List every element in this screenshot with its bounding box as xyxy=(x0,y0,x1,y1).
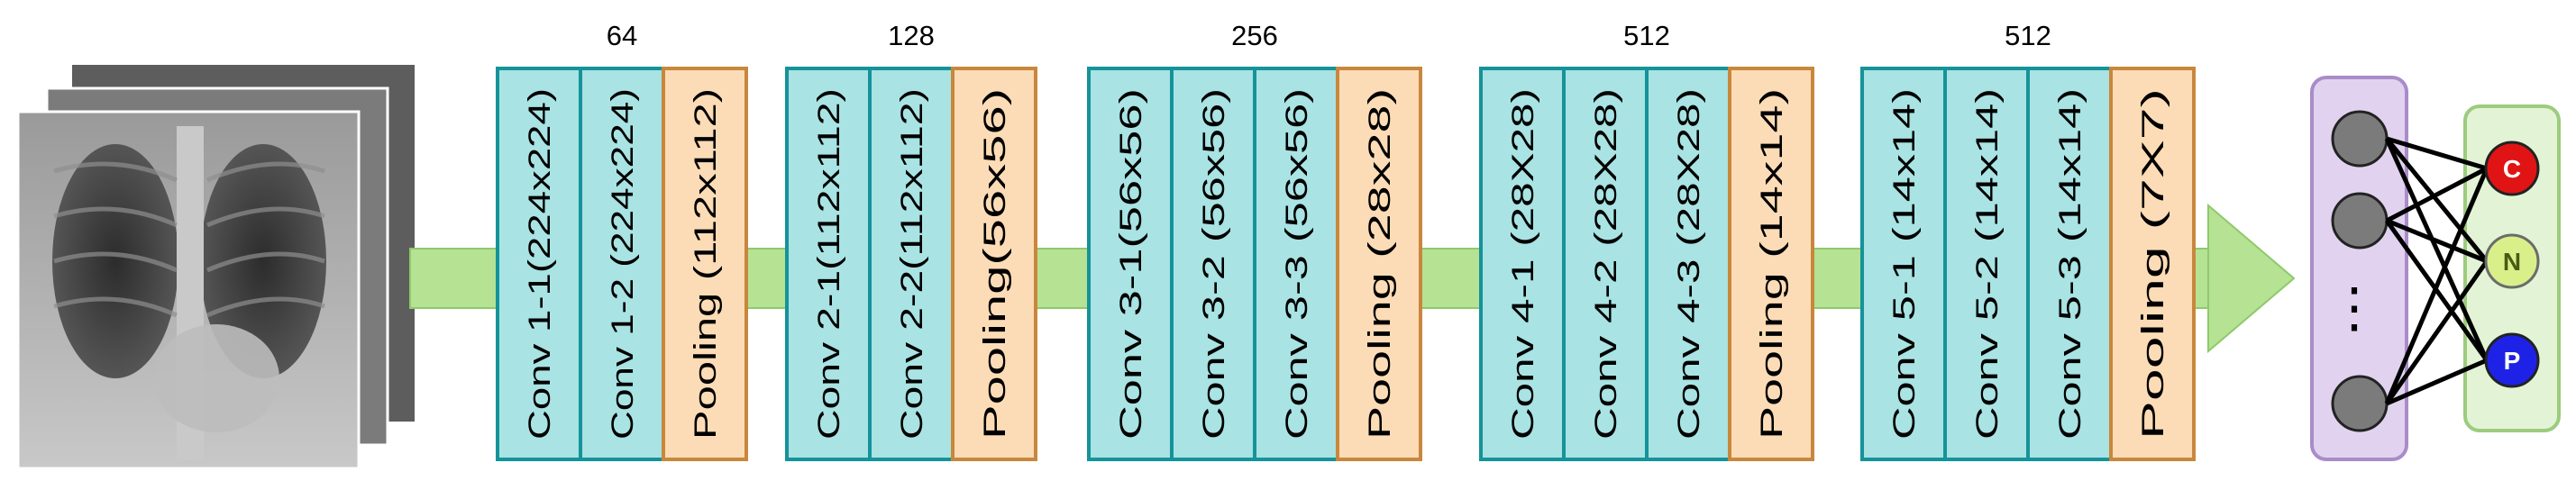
conv-block-label: Conv 5-1 (14x14) xyxy=(1887,88,1922,440)
conv-block-label: Conv 3-1(56x56) xyxy=(1114,88,1148,440)
conv-block xyxy=(1562,67,1649,461)
flow-arrow-head xyxy=(2207,203,2296,354)
connections xyxy=(2384,136,2489,406)
output-node-n-circle xyxy=(2484,233,2540,289)
hidden-node xyxy=(2331,110,2389,168)
output-node-c: C xyxy=(2484,141,2540,196)
connection-line xyxy=(2386,358,2488,406)
output-node-c-circle xyxy=(2484,141,2540,196)
conv-block xyxy=(1860,67,1947,461)
hidden-layer: ⋮ xyxy=(2310,76,2408,461)
conv-block xyxy=(1087,67,1174,461)
conv-block xyxy=(496,67,582,461)
pooling-block-label: Pooling(56x56) xyxy=(978,88,1012,440)
right-lung xyxy=(200,144,326,378)
pooling-block xyxy=(2109,67,2196,461)
stage-channels-label: 512 xyxy=(2005,20,2051,51)
stage-channels-label: 512 xyxy=(1623,20,1670,51)
input-xray-stack xyxy=(16,65,415,470)
pooling-block-label: Pooling (7X7) xyxy=(2136,88,2170,440)
pooling-block xyxy=(1336,67,1422,461)
conv-block xyxy=(1943,67,2030,461)
conv-block xyxy=(2026,67,2113,461)
conv-block-label: Conv 2-2(112x112) xyxy=(895,88,929,440)
pooling-block xyxy=(951,67,1037,461)
stage-channels-label: 64 xyxy=(607,20,637,51)
connection-line xyxy=(2386,218,2488,264)
output-node-p-label: P xyxy=(2504,347,2521,375)
hidden-node xyxy=(2331,375,2389,432)
connection-line xyxy=(2384,168,2489,404)
conv-block-label: Conv 4-3 (28X28) xyxy=(1672,88,1706,440)
connection-line xyxy=(2385,137,2489,263)
conv-block-label: Conv 3-3 (56x56) xyxy=(1280,88,1314,440)
conv-block xyxy=(1645,67,1731,461)
output-node-p-circle xyxy=(2484,332,2540,388)
conv-block xyxy=(579,67,665,461)
connection-line xyxy=(2385,166,2489,223)
pooling-block-label: Pooling (28x28) xyxy=(1363,88,1397,440)
heart xyxy=(153,324,279,432)
conv-block-label: Conv 1-1(224x224) xyxy=(523,88,557,440)
conv-block-label: Conv 4-2 (28X28) xyxy=(1589,88,1623,440)
hidden-ellipsis: ⋮ xyxy=(2327,277,2381,338)
conv-block xyxy=(1253,67,1339,461)
conv-block-label: Conv 5-3 (14x14) xyxy=(2053,88,2087,440)
connection-line xyxy=(2384,259,2489,405)
connection-line xyxy=(2384,137,2489,362)
left-lung xyxy=(52,144,178,378)
output-node-n-label: N xyxy=(2503,248,2521,276)
hidden-node xyxy=(2331,192,2389,250)
conv-block xyxy=(868,67,955,461)
conv-block-label: Conv 1-2 (224x224) xyxy=(606,88,640,440)
pooling-block xyxy=(662,67,748,461)
output-node-p: P xyxy=(2484,332,2540,388)
pooling-block-label: Pooling (112x112) xyxy=(689,88,723,440)
output-node-c-label: C xyxy=(2503,155,2521,183)
connection-line xyxy=(2386,136,2488,171)
conv-block-label: Conv 2-1(112x112) xyxy=(812,88,846,440)
pooling-block-label: Pooling (14x14) xyxy=(1755,88,1789,440)
pooling-block xyxy=(1728,67,1814,461)
conv-block-label: Conv 5-2 (14x14) xyxy=(1970,88,2005,440)
stage-channels-label: 128 xyxy=(888,20,935,51)
conv-block-label: Conv 4-1 (28X28) xyxy=(1506,88,1540,440)
conv-block-label: Conv 3-2 (56x56) xyxy=(1197,88,1231,440)
output-node-n: N xyxy=(2484,233,2540,289)
stage-channels-label: 256 xyxy=(1231,20,1278,51)
xray-front-image xyxy=(16,110,361,470)
hidden-layer-box xyxy=(2310,76,2408,461)
